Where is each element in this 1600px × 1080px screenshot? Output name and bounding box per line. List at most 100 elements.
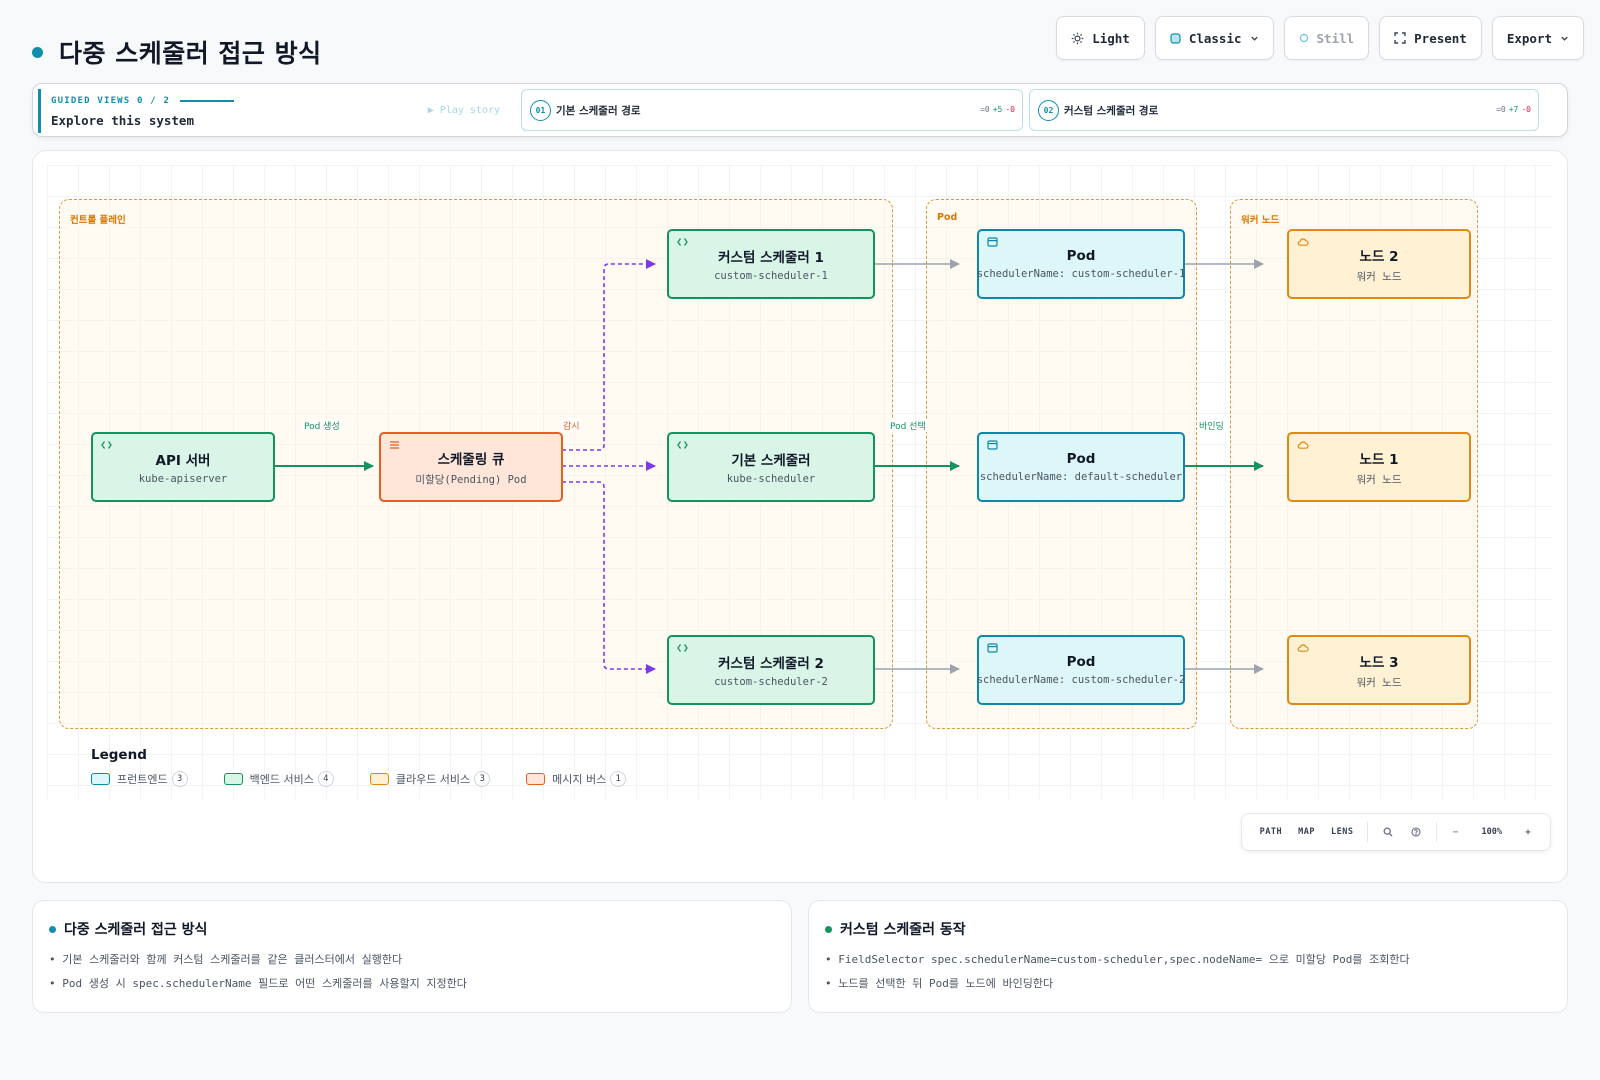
search-button[interactable] [1374,827,1402,837]
cloud-icon [1297,441,1309,449]
queue-lines-icon [390,441,399,449]
zoom-controls: PATH MAP LENS − 100% + [1240,813,1551,851]
node-subtitle: 워커 노드 [1356,676,1402,689]
info-card-header: 커스텀 스케줄러 동작 [825,919,1551,939]
sun-icon [1071,32,1084,44]
legend-item-backend[interactable]: 백엔드 서비스 4 [223,771,334,787]
node-worker-3[interactable]: 노드 3 워커 노드 [1287,635,1471,705]
play-story-button[interactable]: ▶ Play story [427,105,500,116]
legend-label: 클라우드 서비스 [395,773,471,786]
legend-count: 3 [474,771,491,787]
node-subtitle: schedulerName: custom-scheduler-1 [976,268,1186,280]
guided-view-card-02[interactable]: 02 커스텀 스케줄러 경로 =0 +7 -0 [1029,89,1539,131]
lens-mode-button[interactable]: LENS [1330,827,1354,837]
node-api-server[interactable]: API 서버 kube-apiserver [91,432,275,502]
export-label: Export [1506,30,1552,46]
edge-watch-custom1 [555,259,656,451]
info-bullet: • Pod 생성 시 spec.schedulerName 필드로 어떤 스케줄… [49,977,467,990]
window-icon [987,237,998,247]
code-icon [677,441,688,449]
zoom-in-button[interactable]: + [1524,826,1531,838]
info-bullet: • FieldSelector spec.schedulerName=custo… [825,953,1410,966]
circle-icon [1299,33,1308,43]
guided-views-intro: GUIDED VIEWS 0 / 2 Explore this system ▶… [38,89,510,133]
zoom-out-button[interactable]: − [1452,826,1459,838]
theme-light-label: Light [1092,30,1130,46]
legend-item-message-bus[interactable]: 메시지 버스 1 [526,771,627,787]
node-worker-2[interactable]: 노드 2 워커 노드 [1287,229,1471,299]
window-icon [987,643,998,653]
still-toggle-button[interactable]: Still [1283,16,1370,60]
stat-removed: -0 [1005,105,1015,114]
node-title: 노드 3 [1359,654,1399,671]
guided-views-bar: GUIDED VIEWS 0 / 2 Explore this system ▶… [32,83,1568,137]
edge-label-watch: 감시 [561,419,582,432]
node-pod-default[interactable]: Pod schedulerName: default-scheduler [977,432,1185,502]
page-header: 다중 스케줄러 접근 방식 [32,34,322,70]
page-title: 다중 스케줄러 접근 방식 [59,39,322,68]
style-classic-dropdown[interactable]: Classic [1154,16,1274,60]
node-worker-1[interactable]: 노드 1 워커 노드 [1287,432,1471,502]
node-custom-scheduler-1[interactable]: 커스텀 스케줄러 1 custom-scheduler-1 [667,229,875,299]
present-button[interactable]: Present [1379,16,1482,60]
node-title: Pod [1066,654,1096,670]
divider [1436,822,1438,842]
guided-views-subtitle: Explore this system [51,113,194,128]
info-card-approach: 다중 스케줄러 접근 방식 • 기본 스케줄러와 함께 커스텀 스케줄러를 같은… [32,900,792,1013]
legend-item-frontend[interactable]: 프런트엔드 3 [91,771,188,787]
style-swatch-icon [1170,32,1181,44]
zoom-level: 100% [1481,827,1502,837]
node-subtitle: 워커 노드 [1356,473,1402,486]
node-title: 커스텀 스케줄러 2 [718,656,824,672]
stat-added: +5 [992,105,1003,114]
legend-label: 백엔드 서비스 [249,773,314,786]
view-diff-stats: =0 +7 -0 [1496,105,1531,114]
node-subtitle: 워커 노드 [1356,270,1402,283]
view-label: 기본 스케줄러 경로 [556,105,641,117]
diagram-canvas[interactable]: 컨트롤 플레인 Pod 워커 노드 Pod 생성 감시 Pod 선택 바인딩 [32,150,1568,883]
search-icon [1384,827,1393,837]
node-title: API 서버 [155,453,211,469]
fullscreen-icon [1394,32,1406,44]
code-icon [677,238,688,246]
edge-label-select: Pod 선택 [888,419,928,432]
group-label: 컨트롤 플레인 [68,210,128,228]
node-title: 커스텀 스케줄러 1 [718,250,824,266]
node-title: Pod [1066,248,1096,264]
guided-view-card-01[interactable]: 01 기본 스케줄러 경로 =0 +5 -0 [521,89,1023,131]
legend-swatch [369,773,389,785]
node-default-scheduler[interactable]: 기본 스케줄러 kube-scheduler [667,432,875,502]
edge-label-bind: 바인딩 [1197,419,1226,432]
node-pod-custom-1[interactable]: Pod schedulerName: custom-scheduler-1 [977,229,1185,299]
legend-item-cloud[interactable]: 클라우드 서비스 3 [369,771,491,787]
export-dropdown[interactable]: Export [1491,16,1584,60]
path-mode-button[interactable]: PATH [1259,827,1283,837]
still-label: Still [1316,30,1355,46]
node-scheduling-queue[interactable]: 스케줄링 큐 미할당(Pending) Pod [379,432,563,502]
code-icon [101,441,112,449]
window-icon [987,440,998,450]
group-label: Pod [935,210,960,225]
node-title: 스케줄링 큐 [437,451,505,468]
legend-label: 메시지 버스 [552,773,607,786]
group-label: 워커 노드 [1239,210,1282,228]
guided-progress-bar [180,100,235,102]
view-number-badge: 01 [530,100,551,121]
info-card-custom-scheduler: 커스텀 스케줄러 동작 • FieldSelector spec.schedul… [808,900,1568,1013]
help-button[interactable] [1402,827,1430,837]
node-subtitle: 미할당(Pending) Pod [415,473,527,486]
node-custom-scheduler-2[interactable]: 커스텀 스케줄러 2 custom-scheduler-2 [667,635,875,705]
legend-swatch [526,773,546,785]
map-mode-button[interactable]: MAP [1298,827,1315,837]
node-title: Pod [1066,451,1096,467]
view-label: 커스텀 스케줄러 경로 [1064,105,1159,117]
theme-light-button[interactable]: Light [1056,16,1145,60]
info-card-header: 다중 스케줄러 접근 방식 [49,919,775,939]
node-pod-custom-2[interactable]: Pod schedulerName: custom-scheduler-2 [977,635,1185,705]
node-subtitle: custom-scheduler-1 [714,270,828,282]
toolbar: Light Classic Still Present Export [1056,16,1584,60]
info-bullet: • 노드를 선택한 뒤 Pod를 노드에 바인딩한다 [825,977,1054,990]
info-dot [49,925,56,933]
legend-swatch [91,773,110,785]
info-dot [825,925,832,933]
